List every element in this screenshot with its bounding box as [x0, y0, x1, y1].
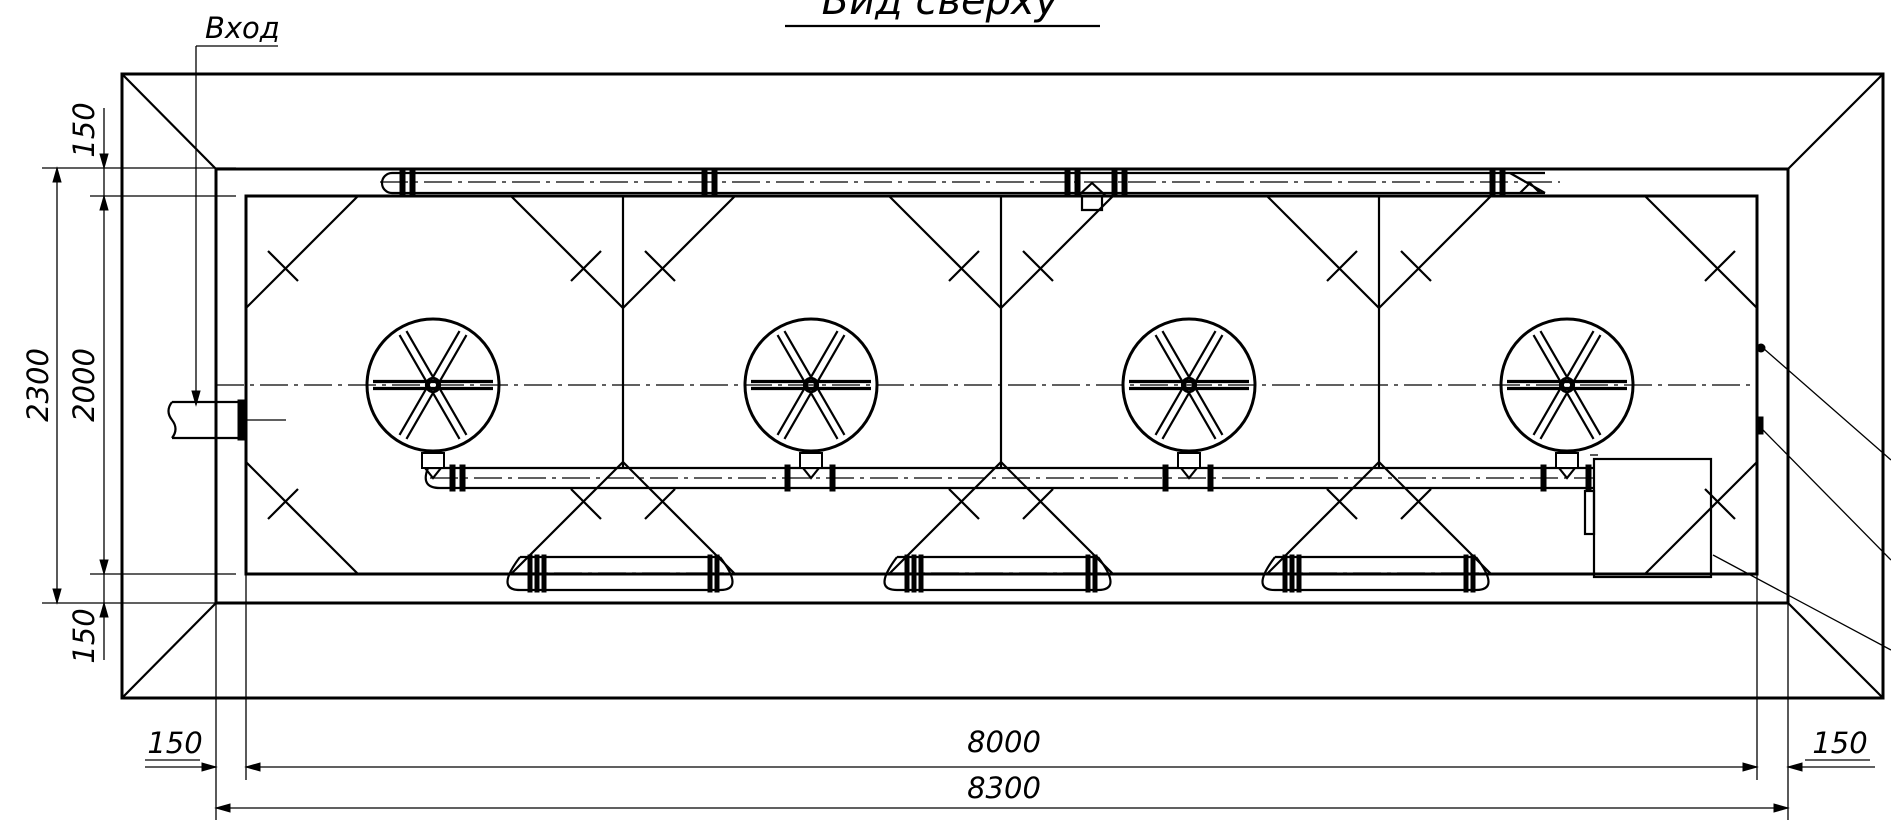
arrowhead: [99, 601, 109, 618]
inner-tank: [244, 194, 1759, 576]
dim-inner-length: 8000: [967, 725, 1041, 759]
arrowhead: [191, 390, 201, 407]
dim-overall-length: 8300: [967, 771, 1041, 805]
arrowhead: [1773, 803, 1790, 813]
inlet-label: Вход: [205, 11, 280, 45]
leader-lines: [1712, 347, 1891, 651]
dim-inner-height: 2000: [67, 348, 101, 422]
short-pipe-1: [506, 554, 734, 593]
arrowhead: [99, 153, 109, 170]
dim-right-offset: 150: [1812, 726, 1867, 760]
arrowhead: [1786, 762, 1803, 772]
dim-overall-height: 2300: [21, 348, 55, 422]
fan-2: [743, 317, 879, 480]
fans: [365, 317, 1635, 480]
arrowhead: [201, 762, 218, 772]
outer-frame: [120, 72, 1885, 700]
arrowhead: [99, 559, 109, 576]
bottom-dimensions: [145, 574, 1875, 820]
hopper-section-1: [245, 195, 624, 575]
dim-left-offset: 150: [147, 726, 202, 760]
short-pipe-3: [1261, 554, 1490, 593]
hopper-section-4: [1378, 195, 1758, 575]
arrowhead: [244, 762, 261, 772]
bottom-short-pipes: [506, 554, 1490, 593]
sensor-marker-1: [1756, 343, 1766, 353]
arrowhead: [52, 166, 62, 183]
arrowhead: [99, 194, 109, 211]
inlet-pipe: [167, 45, 286, 441]
dimension-arrows: [52, 153, 1803, 813]
top-pipe: [380, 170, 1546, 212]
arrowhead: [214, 803, 231, 813]
arrowhead: [1742, 762, 1759, 772]
sensor-marker-2: [1758, 416, 1764, 435]
view-title: Вид сверху: [822, 0, 1060, 24]
dim-bottom-offset: 150: [67, 608, 101, 663]
fan-3: [1121, 317, 1257, 480]
arrowhead: [52, 588, 62, 605]
fan-1: [365, 317, 501, 480]
fan-4: [1499, 317, 1635, 480]
hopper-section-2: [622, 195, 1002, 575]
bottom-main-pipe: [424, 464, 1595, 492]
short-pipe-2: [883, 554, 1112, 593]
dim-top-offset: 150: [67, 102, 101, 157]
section-hoppers: [245, 195, 1758, 575]
control-box: [1583, 454, 1713, 579]
